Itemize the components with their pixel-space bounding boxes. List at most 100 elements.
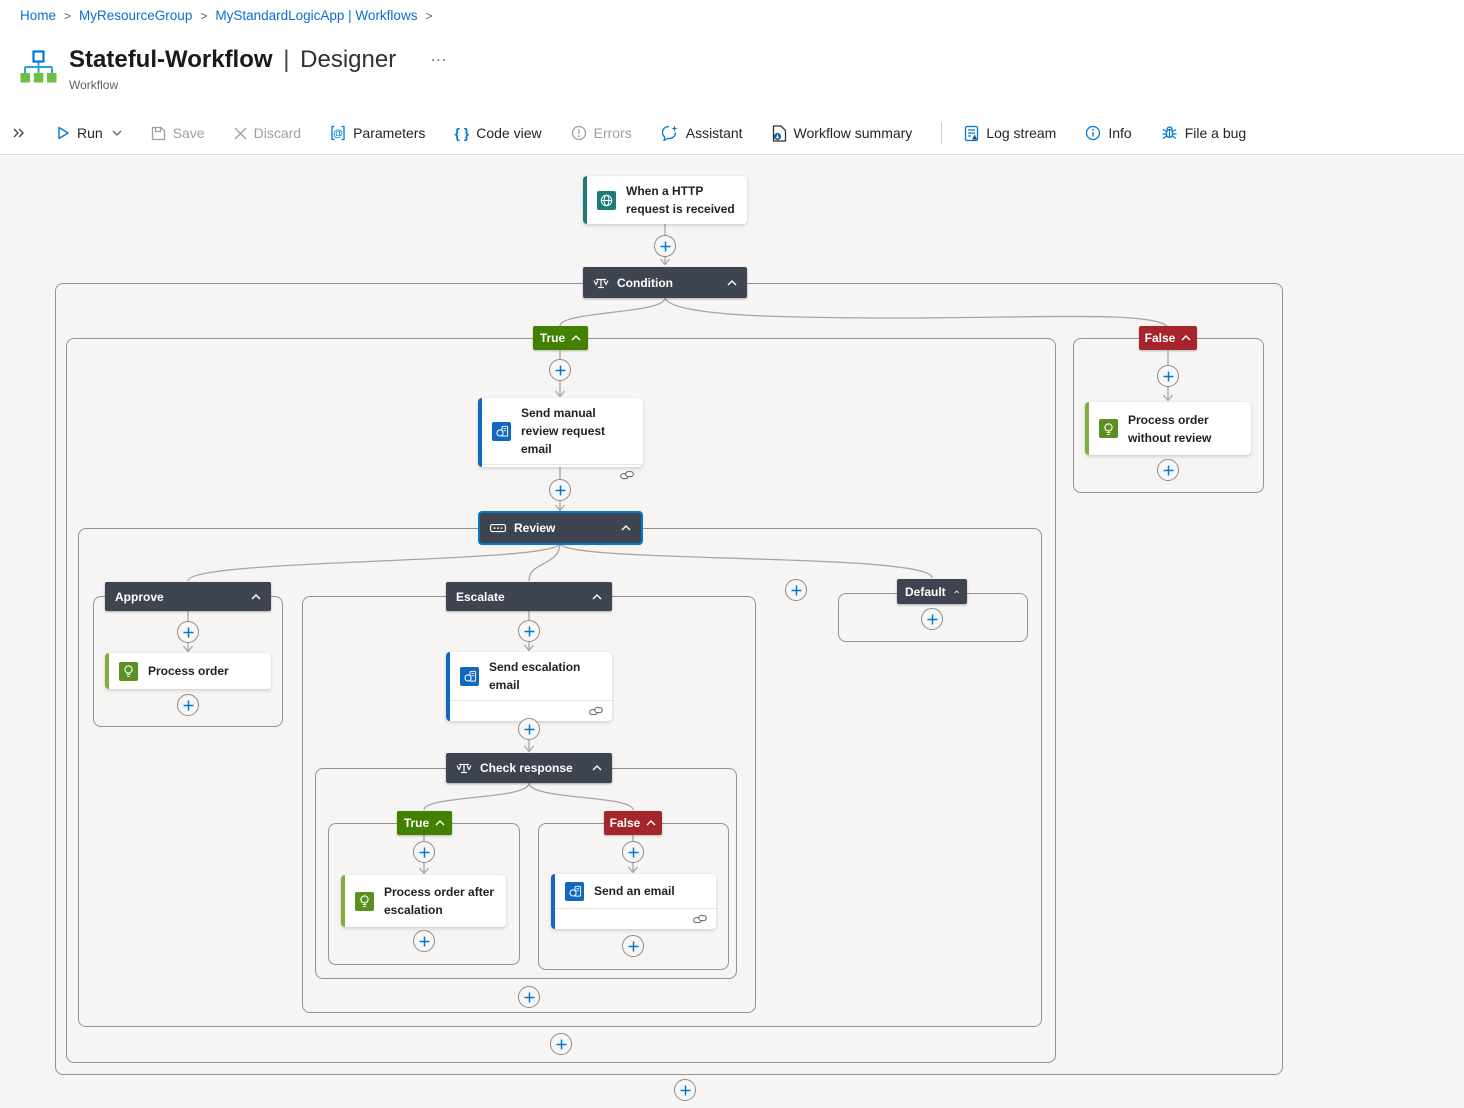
add-action-button[interactable] bbox=[921, 608, 943, 630]
action-card-process-order[interactable]: Process order bbox=[105, 653, 271, 689]
code-view-button[interactable]: { } Code view bbox=[454, 125, 542, 141]
add-action-button[interactable] bbox=[622, 841, 644, 863]
title-row: Stateful-Workflow | Designer ... Workflo… bbox=[20, 42, 447, 92]
card-footer bbox=[551, 908, 716, 929]
breadcrumb: Home > MyResourceGroup > MyStandardLogic… bbox=[20, 8, 432, 23]
chevron-up-icon bbox=[251, 593, 261, 599]
outlook-icon bbox=[492, 421, 511, 441]
green-color-bar bbox=[105, 653, 109, 689]
workflow-summary-button[interactable]: Workflow summary bbox=[772, 124, 912, 142]
log-stream-button[interactable]: Log stream bbox=[964, 125, 1056, 142]
errors-icon bbox=[571, 125, 586, 141]
outlook-color-bar bbox=[446, 652, 450, 721]
add-action-button[interactable] bbox=[518, 986, 540, 1008]
true-branch-label[interactable]: True bbox=[533, 326, 588, 350]
chevron-up-icon bbox=[592, 593, 602, 599]
add-action-button[interactable] bbox=[654, 235, 676, 257]
discard-icon bbox=[234, 127, 247, 139]
add-action-button[interactable] bbox=[1157, 459, 1179, 481]
action-card-send-manual-review-email[interactable]: Send manual review request email bbox=[478, 398, 643, 479]
add-action-button[interactable] bbox=[413, 930, 435, 952]
chevron-down-icon bbox=[112, 130, 122, 136]
condition-icon bbox=[456, 763, 472, 774]
add-action-button[interactable] bbox=[518, 718, 540, 740]
command-bar: Run Save Discard @ Parameters { } Code v… bbox=[0, 112, 1464, 155]
svg-text:@: @ bbox=[333, 129, 343, 140]
page-subtitle: Workflow bbox=[69, 78, 119, 92]
breadcrumb-logic-app[interactable]: MyStandardLogicApp | Workflows bbox=[215, 8, 418, 23]
workflow-summary-icon bbox=[772, 124, 786, 142]
chevron-up-icon bbox=[435, 820, 445, 826]
trigger-card-when-http-request-received[interactable]: When a HTTP request is received bbox=[583, 176, 747, 224]
trigger-color-bar bbox=[583, 176, 587, 224]
file-a-bug-button[interactable]: File a bug bbox=[1161, 125, 1246, 141]
add-action-button[interactable] bbox=[518, 620, 540, 642]
add-action-button[interactable] bbox=[177, 694, 199, 716]
review-switch-node[interactable]: Review bbox=[478, 511, 643, 545]
chevron-up-icon bbox=[621, 525, 631, 531]
parameters-icon: @ bbox=[331, 125, 345, 141]
action-card-send-an-email[interactable]: Send an email bbox=[551, 874, 716, 929]
info-icon bbox=[1086, 125, 1101, 141]
action-card-process-order-without-review[interactable]: Process order without review bbox=[1085, 402, 1251, 455]
default-case-header[interactable]: Default bbox=[897, 579, 967, 604]
condition-icon bbox=[593, 278, 609, 288]
add-action-button[interactable] bbox=[674, 1079, 696, 1101]
outlook-icon bbox=[460, 666, 479, 686]
add-action-button[interactable] bbox=[177, 621, 199, 643]
process-order-icon bbox=[1099, 419, 1118, 438]
action-card-process-order-after-escalation[interactable]: Process order after escalation bbox=[341, 875, 506, 927]
parameters-button[interactable]: @ Parameters bbox=[330, 125, 425, 141]
save-button[interactable]: Save bbox=[151, 125, 205, 141]
toolbar-separator bbox=[941, 122, 943, 144]
breadcrumb-resource-group[interactable]: MyResourceGroup bbox=[79, 8, 193, 23]
approve-case-header[interactable]: Approve bbox=[105, 582, 271, 611]
chevron-up-icon bbox=[727, 279, 737, 285]
cr-true-branch-label[interactable]: True bbox=[397, 811, 452, 835]
breadcrumb-home[interactable]: Home bbox=[20, 8, 57, 23]
chevron-up-icon bbox=[953, 589, 959, 593]
action-card-send-escalation-email[interactable]: Send escalation email bbox=[446, 652, 612, 721]
run-button[interactable]: Run bbox=[56, 125, 122, 141]
escalate-case-header[interactable]: Escalate bbox=[446, 582, 612, 611]
breadcrumb-separator: > bbox=[425, 8, 433, 23]
connection-icon bbox=[693, 914, 707, 923]
page-title: Stateful-Workflow | Designer ... bbox=[69, 42, 447, 75]
outlook-color-bar bbox=[551, 874, 555, 929]
assistant-button[interactable]: Assistant bbox=[661, 125, 743, 142]
chevron-up-icon bbox=[1181, 335, 1191, 341]
check-response-node[interactable]: Check response bbox=[446, 753, 612, 783]
save-icon bbox=[151, 126, 165, 140]
add-action-button[interactable] bbox=[549, 479, 571, 501]
discard-button[interactable]: Discard bbox=[234, 125, 301, 141]
errors-button[interactable]: Errors bbox=[571, 125, 632, 141]
cr-false-branch-label[interactable]: False bbox=[604, 811, 662, 835]
code-view-icon: { } bbox=[454, 125, 470, 141]
connection-icon bbox=[589, 706, 603, 715]
process-order-icon bbox=[119, 661, 138, 681]
assistant-icon bbox=[661, 125, 678, 141]
outlook-color-bar bbox=[478, 398, 482, 467]
switch-icon bbox=[490, 524, 506, 533]
add-action-button[interactable] bbox=[622, 935, 644, 957]
condition-node[interactable]: Condition bbox=[583, 267, 747, 298]
card-footer bbox=[446, 700, 612, 721]
add-case-button[interactable] bbox=[785, 579, 807, 601]
more-menu-button[interactable]: ... bbox=[430, 48, 448, 65]
info-button[interactable]: Info bbox=[1085, 125, 1132, 141]
add-action-button[interactable] bbox=[550, 1033, 572, 1055]
green-color-bar bbox=[341, 875, 345, 927]
chevron-up-icon bbox=[592, 765, 602, 771]
bug-icon bbox=[1162, 126, 1177, 139]
add-action-button[interactable] bbox=[549, 359, 571, 381]
chevron-up-icon bbox=[571, 335, 581, 341]
page-header: Home > MyResourceGroup > MyStandardLogic… bbox=[0, 0, 1464, 156]
breadcrumb-separator: > bbox=[64, 8, 72, 23]
card-footer bbox=[478, 464, 643, 485]
add-action-button[interactable] bbox=[1157, 365, 1179, 387]
add-action-button[interactable] bbox=[413, 841, 435, 863]
false-branch-label[interactable]: False bbox=[1139, 326, 1197, 350]
expand-toolbar-icon[interactable] bbox=[12, 127, 26, 139]
http-request-icon bbox=[597, 190, 616, 210]
green-color-bar bbox=[1085, 402, 1089, 455]
